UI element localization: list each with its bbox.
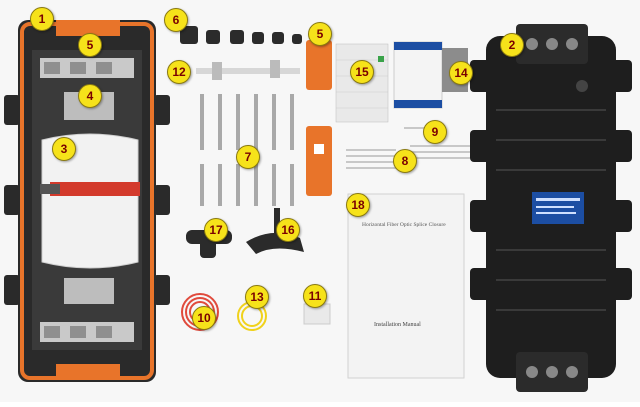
label-badge-2: 2 (500, 33, 524, 57)
label-badge-11: 11 (303, 284, 327, 308)
label-badge-9: 9 (423, 120, 447, 144)
label-sheet (393, 41, 443, 109)
label-badge-5a: 5 (78, 33, 102, 57)
closure-cover (470, 24, 632, 392)
label-badge-16: 16 (276, 218, 300, 242)
label-badge-6: 6 (164, 8, 188, 32)
manual-title: Horizontal Fiber Optic Splice Closure (362, 222, 446, 228)
label-badge-7: 7 (236, 145, 260, 169)
label-badge-1: 1 (30, 7, 54, 31)
installation-manual (347, 193, 465, 379)
rubber-plugs (180, 26, 302, 44)
label-badge-12: 12 (167, 60, 191, 84)
sealing-rod (196, 60, 300, 80)
bolts (200, 94, 294, 206)
orange-seal-blocks (306, 40, 332, 196)
label-badge-8: 8 (393, 149, 417, 173)
label-badge-10: 10 (192, 306, 216, 330)
label-badge-14: 14 (449, 61, 473, 85)
label-badge-18: 18 (346, 193, 370, 217)
label-badge-4: 4 (78, 84, 102, 108)
label-badge-13: 13 (245, 285, 269, 309)
cable-tie-grid (335, 43, 389, 123)
label-badge-5b: 5 (308, 22, 332, 46)
closure-base-tray (4, 20, 170, 382)
heat-shrink-sleeves (346, 127, 470, 169)
label-badge-15: 15 (350, 60, 374, 84)
label-badge-17: 17 (204, 218, 228, 242)
manual-subtitle: Installation Manual (374, 322, 421, 328)
label-badge-3: 3 (52, 137, 76, 161)
